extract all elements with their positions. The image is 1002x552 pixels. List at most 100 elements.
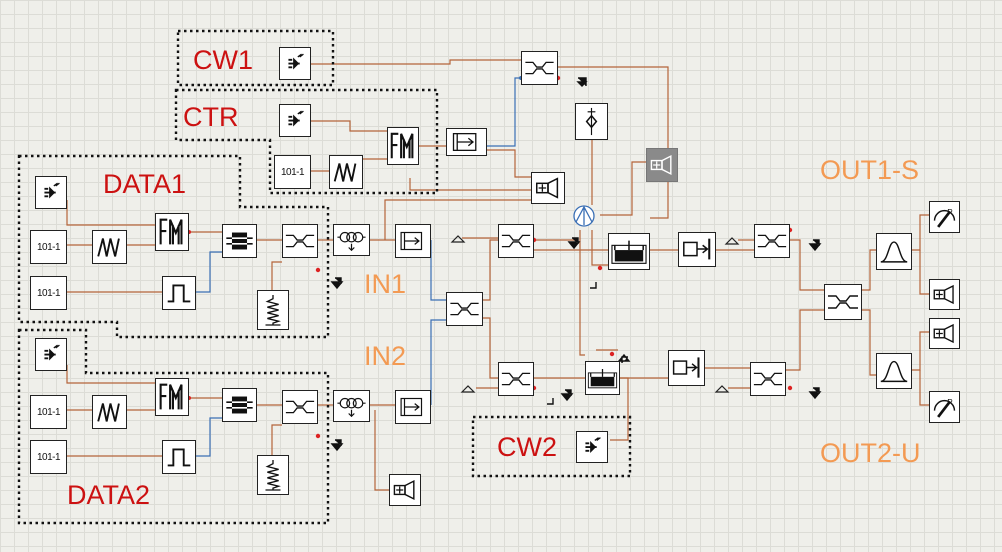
- coupler-out-upper[interactable]: [754, 224, 790, 258]
- label-data1: DATA1: [103, 169, 187, 199]
- open-ports: [450, 235, 740, 393]
- delay-in1[interactable]: [395, 224, 431, 258]
- terminator: [560, 389, 574, 402]
- analyzer-icon: [933, 323, 954, 344]
- wire: [862, 309, 876, 376]
- rect-pulse-generator-data1[interactable]: [162, 276, 196, 310]
- laser-cw1[interactable]: [279, 47, 311, 80]
- group-outlines: [17, 29, 632, 525]
- filter-icon: [880, 241, 908, 263]
- terminator: [617, 353, 631, 363]
- delay-ctr[interactable]: [446, 128, 487, 156]
- wire: [786, 309, 824, 371]
- bit-sequence-generator[interactable]: 101-1: [30, 395, 67, 429]
- coupler-out-lower[interactable]: [750, 362, 786, 396]
- pulse-icon: [333, 163, 357, 182]
- wire: [430, 240, 446, 301]
- polarizer-icon: [585, 107, 598, 136]
- bit-sequence-generator[interactable]: 101-1: [30, 276, 67, 310]
- soa-icon: [611, 240, 647, 264]
- wire: [66, 365, 155, 384]
- analyzer-bottom[interactable]: [389, 474, 421, 506]
- group-cw2: [471, 415, 632, 478]
- svg-text:P: P: [947, 398, 952, 407]
- analyzer-top[interactable]: [531, 172, 565, 204]
- svg-text:P: P: [947, 208, 952, 217]
- isolator-lower[interactable]: [668, 350, 705, 386]
- power-meter-out1[interactable]: P: [929, 201, 960, 233]
- laser-icon: [44, 182, 60, 199]
- laser-icon: [288, 110, 304, 127]
- pulse-generator-data1[interactable]: [92, 230, 127, 264]
- isolator-icon: [683, 238, 711, 260]
- laser-data2[interactable]: [35, 338, 67, 371]
- am-modulator-ctr[interactable]: [387, 127, 419, 165]
- noise-source-data2[interactable]: [257, 455, 289, 495]
- analyzer-disabled[interactable]: [646, 148, 678, 182]
- power-meter-out2[interactable]: P: [929, 391, 960, 423]
- isolator-upper[interactable]: [678, 232, 716, 267]
- coupler-input[interactable]: [446, 292, 483, 326]
- coupler-lower[interactable]: [498, 362, 534, 396]
- isolator-icon: [672, 357, 700, 378]
- pulse-generator-ctr[interactable]: [329, 155, 363, 189]
- group-data1: [17, 154, 330, 339]
- polarizer[interactable]: [575, 103, 608, 140]
- terminator: [330, 277, 344, 290]
- open-port: [460, 385, 476, 393]
- label-cw1: CW1: [193, 45, 253, 75]
- coupler-top[interactable]: [521, 51, 558, 85]
- analyzer-out1[interactable]: [929, 279, 960, 310]
- filter-out2[interactable]: [876, 353, 912, 389]
- fiber-in1[interactable]: [333, 224, 370, 256]
- noise-source-data1[interactable]: [257, 290, 289, 330]
- am-modulator-data2[interactable]: [155, 378, 189, 416]
- coupler-icon: [828, 295, 858, 309]
- analyzer-icon: [536, 177, 559, 199]
- modulator-data1[interactable]: [222, 224, 257, 258]
- pulse-generator-data2[interactable]: [92, 395, 127, 429]
- group-ctr: [174, 88, 439, 195]
- fiber-in2[interactable]: [333, 390, 370, 422]
- coupler-upper[interactable]: [498, 224, 534, 258]
- bit-sequence-generator[interactable]: 101-1: [30, 440, 67, 474]
- delay-in2[interactable]: [395, 390, 431, 424]
- coupler-icon: [501, 234, 531, 248]
- soa-icon: [587, 368, 618, 389]
- coupler-data2[interactable]: [282, 390, 318, 424]
- rect-pulse-generator-data2[interactable]: [162, 440, 196, 474]
- terminator: [590, 282, 597, 289]
- soa-lower[interactable]: [585, 361, 620, 395]
- open-port: [724, 237, 740, 245]
- analyzer-icon: [650, 155, 672, 175]
- terminators: [330, 77, 822, 452]
- analyzer-out2[interactable]: [929, 318, 960, 349]
- soa-upper[interactable]: [608, 233, 650, 270]
- coupler-data1[interactable]: [282, 224, 318, 258]
- group-cw1: [176, 29, 335, 87]
- coupler-output[interactable]: [824, 284, 862, 320]
- bit-sequence-generator[interactable]: 101-1: [30, 230, 67, 264]
- filter-out1[interactable]: [876, 233, 912, 270]
- am-modulator-data1[interactable]: [155, 213, 189, 251]
- open-port: [714, 385, 730, 393]
- delay-icon: [452, 132, 477, 152]
- modulator-data2[interactable]: [222, 388, 257, 422]
- square-pulse-icon: [167, 284, 191, 303]
- wire: [610, 377, 629, 441]
- coupler-icon: [525, 61, 554, 75]
- coupler-icon: [501, 372, 531, 386]
- pulse-icon: [97, 403, 120, 422]
- laser-ctr[interactable]: [279, 104, 311, 137]
- laser-icon: [288, 53, 304, 70]
- laser-cw2[interactable]: [576, 431, 608, 463]
- laser-data1[interactable]: [35, 176, 67, 209]
- power-meter-icon: P: [933, 208, 956, 228]
- wire: [374, 410, 389, 491]
- power-meter-icon: P: [933, 398, 956, 418]
- coupler-icon: [753, 372, 783, 386]
- terminator: [576, 77, 588, 87]
- bit-sequence-generator[interactable]: 101-1: [274, 155, 311, 189]
- delay-icon: [400, 231, 423, 251]
